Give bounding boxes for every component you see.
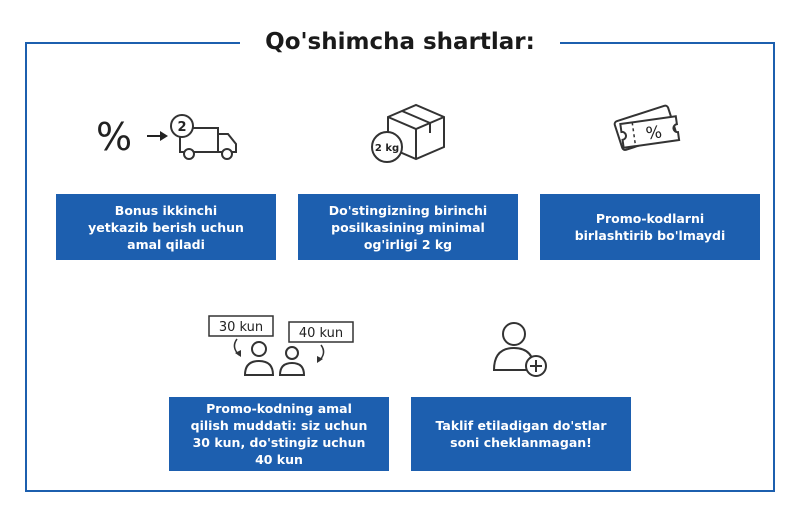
condition-box-second-delivery: Bonus ikkinchi yetkazib berish uchun ama…	[56, 194, 276, 260]
weight-badge: 2 kg	[375, 143, 399, 154]
condition-box-validity-period: Promo-kodning amal qilish muddati: siz u…	[169, 397, 389, 471]
friend-days-label: 40 kun	[299, 326, 343, 341]
page-title: Qo'shimcha shartlar:	[240, 22, 560, 62]
user-add-icon	[492, 322, 547, 377]
condition-box-no-combine: Promo-kodlarni birlashtirib bo'lmaydi	[540, 194, 760, 260]
user-days-label: 30 kun	[219, 320, 263, 335]
condition-box-min-weight: Do'stingizning birinchi posilkasining mi…	[298, 194, 518, 260]
delivery-number-badge: 2	[177, 120, 186, 135]
percent-sign: %	[96, 115, 132, 159]
two-users-days-icon: 30 kun 40 kun	[208, 315, 354, 376]
promo-tickets-icon: %	[613, 104, 681, 151]
ticket-percent-label: %	[645, 122, 664, 144]
percent-truck-icon: % 2	[96, 114, 237, 160]
parcel-box-icon: 2 kg	[371, 103, 445, 163]
condition-box-unlimited-friends: Taklif etiladigan do'stlar soni cheklanm…	[411, 397, 631, 471]
